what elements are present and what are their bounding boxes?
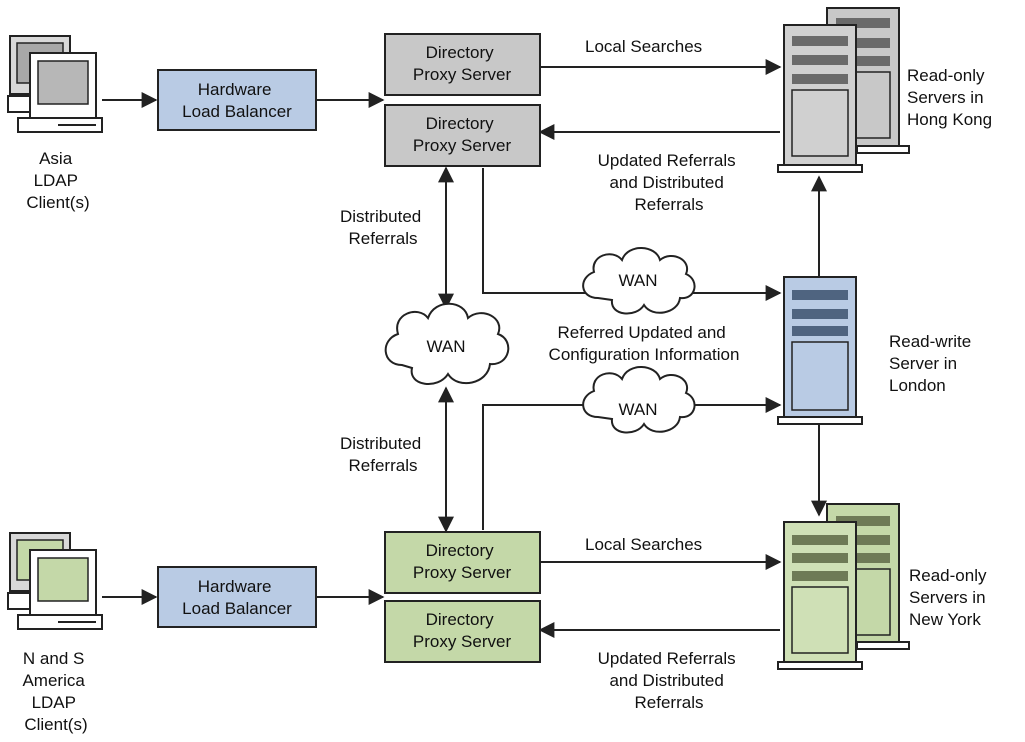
americas-client-computer-icon [7,532,103,630]
americas-proxy-bottom-line-2: Proxy Server [413,632,512,651]
referred-line-1: Referred Updated and [558,323,726,342]
americas-proxy-top-box [384,531,541,594]
newyork-servers-label: Read-only Servers in New York [909,566,991,629]
americas-proxy-bottom-line-1: Directory [426,610,495,629]
americas-proxy-top-line-2: Proxy Server [413,563,512,582]
asia-proxy-bottom-label: Directory Proxy Server [413,114,512,155]
asia-client-line-1: Asia [39,149,73,168]
wan-center-label: WAN [426,337,465,356]
americas-proxy-top-label: Directory Proxy Server [413,541,512,582]
hongkong-server-icon [777,7,910,173]
asia-local-searches-label: Local Searches [585,37,702,56]
asia-proxy-bottom-box [384,104,541,167]
americas-updated-line-1: Updated Referrals [598,649,736,668]
americas-updated-line-3: Referrals [635,693,704,712]
americas-load-balancer-box [157,566,317,628]
americas-client-line-4: Client(s) [24,715,87,734]
asia-client-label: Asia LDAP Client(s) [26,149,89,212]
asia-updated-line-1: Updated Referrals [598,151,736,170]
hongkong-line-2: Servers in [907,88,984,107]
newyork-line-3: New York [909,610,981,629]
hongkong-line-1: Read-only [907,66,985,85]
asia-updated-line-2: and Distributed [609,173,723,192]
london-server-label: Read-write Server in London [889,332,976,395]
wan-center-cloud-icon [384,302,510,386]
newyork-server-icon [777,503,910,670]
americas-proxy-bottom-box [384,600,541,663]
connectors [102,59,827,638]
london-line-1: Read-write [889,332,971,351]
distributed-referrals-top-label: Distributed Referrals [340,207,426,248]
distributed-referrals-bottom-label: Distributed Referrals [340,434,426,475]
americas-proxy-top-line-1: Directory [426,541,495,560]
asia-proxy-top-label: Directory Proxy Server [413,43,512,84]
asia-load-balancer-box [157,69,317,131]
newyork-line-2: Servers in [909,588,986,607]
asia-proxy-top-line-1: Directory [426,43,495,62]
americas-client-line-2: America [22,671,85,690]
americas-proxy-bottom-label: Directory Proxy Server [413,610,512,651]
asia-load-balancer-label: Hardware Load Balancer [182,80,292,121]
asia-proxy-bottom-line-2: Proxy Server [413,136,512,155]
london-server-icon [777,276,863,425]
referred-line-2: Configuration Information [549,345,740,364]
wan-lower-cloud-icon [582,366,696,434]
asia-updated-referrals-label: Updated Referrals and Distributed Referr… [598,151,741,214]
americas-balancer-line-2: Load Balancer [182,599,292,618]
asia-proxy-top-line-2: Proxy Server [413,65,512,84]
distributed-top-line-2: Referrals [349,229,418,248]
asia-client-computer-icon [7,35,103,133]
wan-upper-cloud-icon [582,247,696,315]
americas-client-label: N and S America LDAP Client(s) [22,649,89,734]
newyork-line-1: Read-only [909,566,987,585]
wan-upper-label: WAN [618,271,657,290]
asia-updated-line-3: Referrals [635,195,704,214]
distributed-bottom-line-1: Distributed [340,434,421,453]
distributed-bottom-line-2: Referrals [349,456,418,475]
asia-balancer-line-1: Hardware [198,80,272,99]
london-line-3: London [889,376,946,395]
americas-client-line-1: N and S [23,649,84,668]
americas-balancer-line-1: Hardware [198,577,272,596]
referred-updated-label: Referred Updated and Configuration Infor… [549,323,740,364]
americas-updated-referrals-label: Updated Referrals and Distributed Referr… [598,649,741,712]
asia-balancer-line-2: Load Balancer [182,102,292,121]
hongkong-line-3: Hong Kong [907,110,992,129]
americas-updated-line-2: and Distributed [609,671,723,690]
distributed-top-line-1: Distributed [340,207,421,226]
asia-proxy-top-box [384,33,541,96]
americas-load-balancer-label: Hardware Load Balancer [182,577,292,618]
hongkong-servers-label: Read-only Servers in Hong Kong [907,66,992,129]
wan-lower-label: WAN [618,400,657,419]
asia-client-line-3: Client(s) [26,193,89,212]
americas-local-searches-label: Local Searches [585,535,702,554]
asia-client-line-2: LDAP [34,171,78,190]
london-line-2: Server in [889,354,957,373]
americas-client-line-3: LDAP [32,693,76,712]
asia-proxy-bottom-line-1: Directory [426,114,495,133]
